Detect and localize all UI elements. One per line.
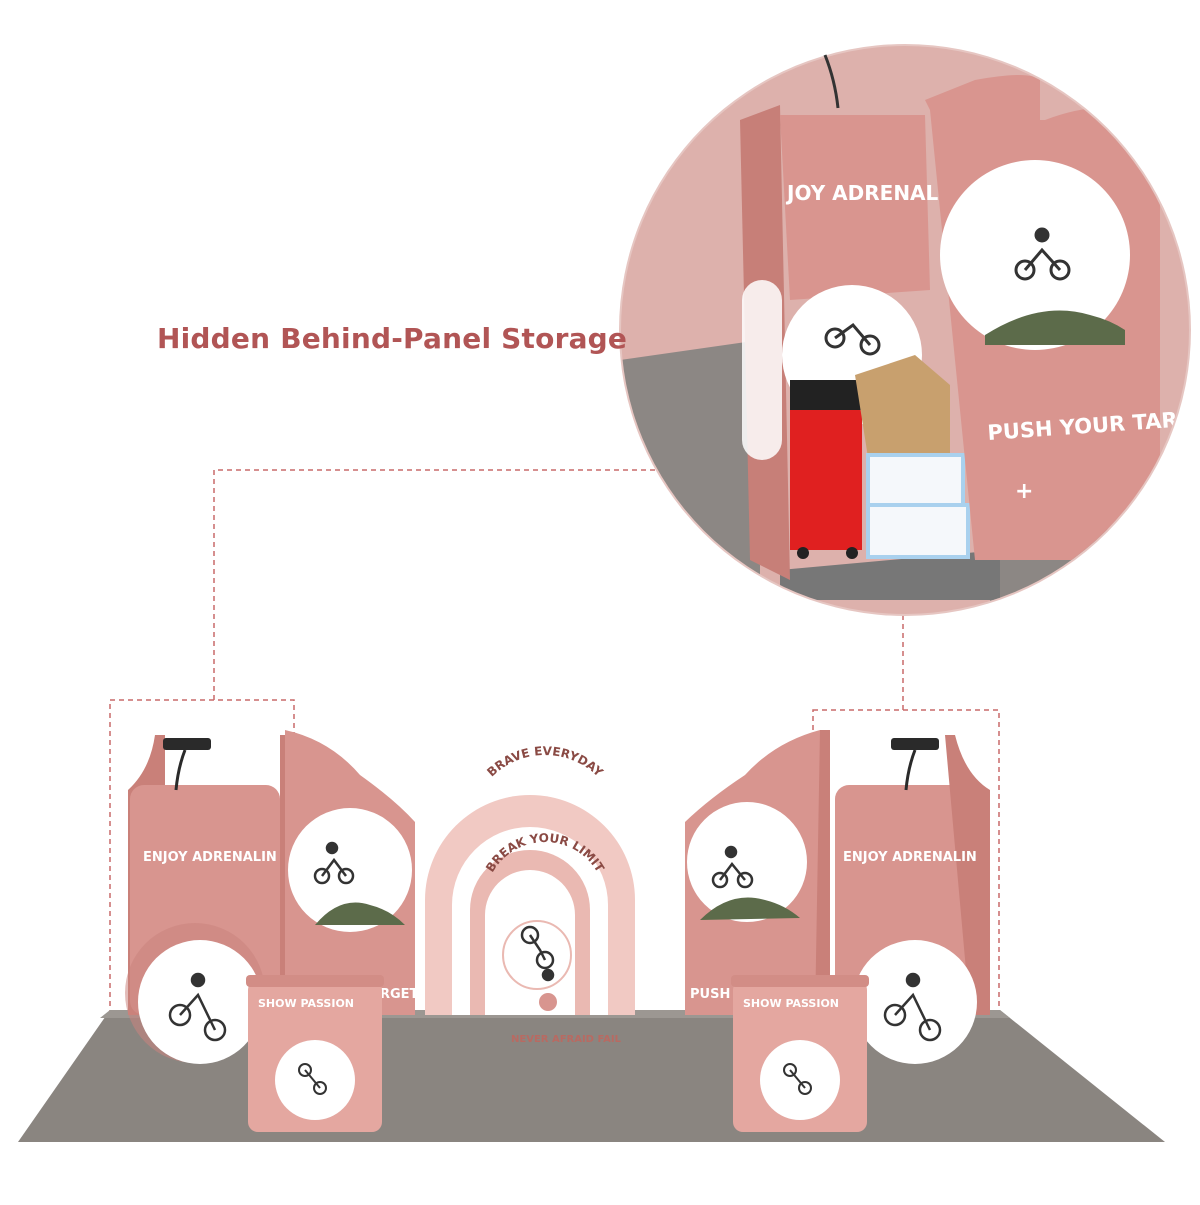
zoom-left-photo-strip: [742, 280, 782, 460]
storage-caption: Hidden Behind-Panel Storage: [157, 322, 628, 355]
right-tower-headline: ENJOY ADRENALIN: [843, 850, 977, 865]
right-tower-rear-panel: [815, 730, 830, 1015]
right-tower-lamp: [891, 738, 939, 750]
arch-photo-circle: [502, 920, 572, 990]
left-leader-line: [213, 469, 672, 700]
zoom-storage-floor: [780, 550, 1000, 600]
right-tower: ENJOY ADRENALIN: [815, 730, 990, 1064]
left-counter-photo-circle: [275, 1040, 355, 1120]
left-lamp-arm: [174, 749, 187, 791]
zoom-plus-icon: +: [1015, 479, 1033, 504]
right-counter-photo-circle: [760, 1040, 840, 1120]
zoom-circle: JOY ADRENALIN PUSH YOUR TARGET +: [619, 44, 1191, 616]
zoom-right-landscape: [985, 310, 1125, 345]
right-tower-rider-icon: [883, 972, 942, 1042]
arch-outer-text: BRAVE EVERYDAY: [484, 744, 606, 780]
zoom-right-photo-circle: [940, 160, 1130, 350]
zoom-toolbox-wheel-left: [797, 547, 809, 559]
right-counter-headline: SHOW PASSION: [743, 997, 839, 1010]
right-wave-photo-circle: [687, 802, 807, 922]
zoom-back-panel: [780, 115, 930, 300]
right-wave-landscape: [700, 897, 800, 920]
left-tower-headline: ENJOY ADRENALIN: [143, 850, 277, 865]
zoom-contents: JOY ADRENALIN PUSH YOUR TARGET +: [621, 46, 1189, 614]
left-wave-rider-icon: [313, 841, 355, 885]
zoom-toolbox-top: [790, 380, 862, 410]
right-tower-side: [945, 735, 990, 1015]
left-tower-lamp: [163, 738, 211, 750]
right-side-panel-text: PUSH: [690, 987, 730, 1002]
left-counter-top: [246, 975, 384, 987]
zoom-back-rider-icon: [824, 322, 881, 356]
right-wave-rider-icon: [711, 845, 754, 889]
left-counter-headline: SHOW PASSION: [258, 997, 354, 1010]
left-counter: SHOW PASSION: [246, 975, 384, 1132]
right-counter-top: [731, 975, 869, 987]
arch-rider-icon: [520, 925, 555, 982]
left-tower-photo-circle: [138, 940, 262, 1064]
left-tower-rider-icon: [168, 972, 227, 1042]
left-side-panel-text: RGET: [380, 987, 419, 1002]
zoom-power-cable: [823, 54, 840, 109]
zoom-storage-bin-top: [866, 453, 965, 507]
zoom-storage-bin-bottom: [866, 503, 970, 559]
zoom-right-rider-icon: [1014, 227, 1071, 281]
zoom-floor-left: [621, 340, 760, 614]
right-wave-panel: PUSH: [685, 730, 820, 1015]
right-counter-rider-icon: [783, 1063, 812, 1095]
right-tower-photo-circle: [853, 940, 977, 1064]
zoom-cardboard-box: [855, 355, 950, 470]
left-counter-rider-icon: [298, 1063, 327, 1095]
zoom-toolbox-wheel-right: [846, 547, 858, 559]
arch-outer-textpath: BRAVE EVERYDAY: [484, 744, 606, 780]
arch: NEVER AFRAID FAIL BRAVE EVERYDAY BREAK Y…: [425, 744, 635, 1045]
left-wave-panel: RGET: [285, 730, 419, 1015]
left-wave-landscape: [315, 902, 405, 925]
right-lamp-arm: [904, 749, 917, 791]
arch-center-text: NEVER AFRAID FAIL: [511, 1034, 622, 1045]
arch-deco-dot: [539, 993, 557, 1011]
zoom-left-headline: JOY ADRENALIN: [785, 181, 962, 205]
right-counter: SHOW PASSION: [731, 975, 869, 1132]
